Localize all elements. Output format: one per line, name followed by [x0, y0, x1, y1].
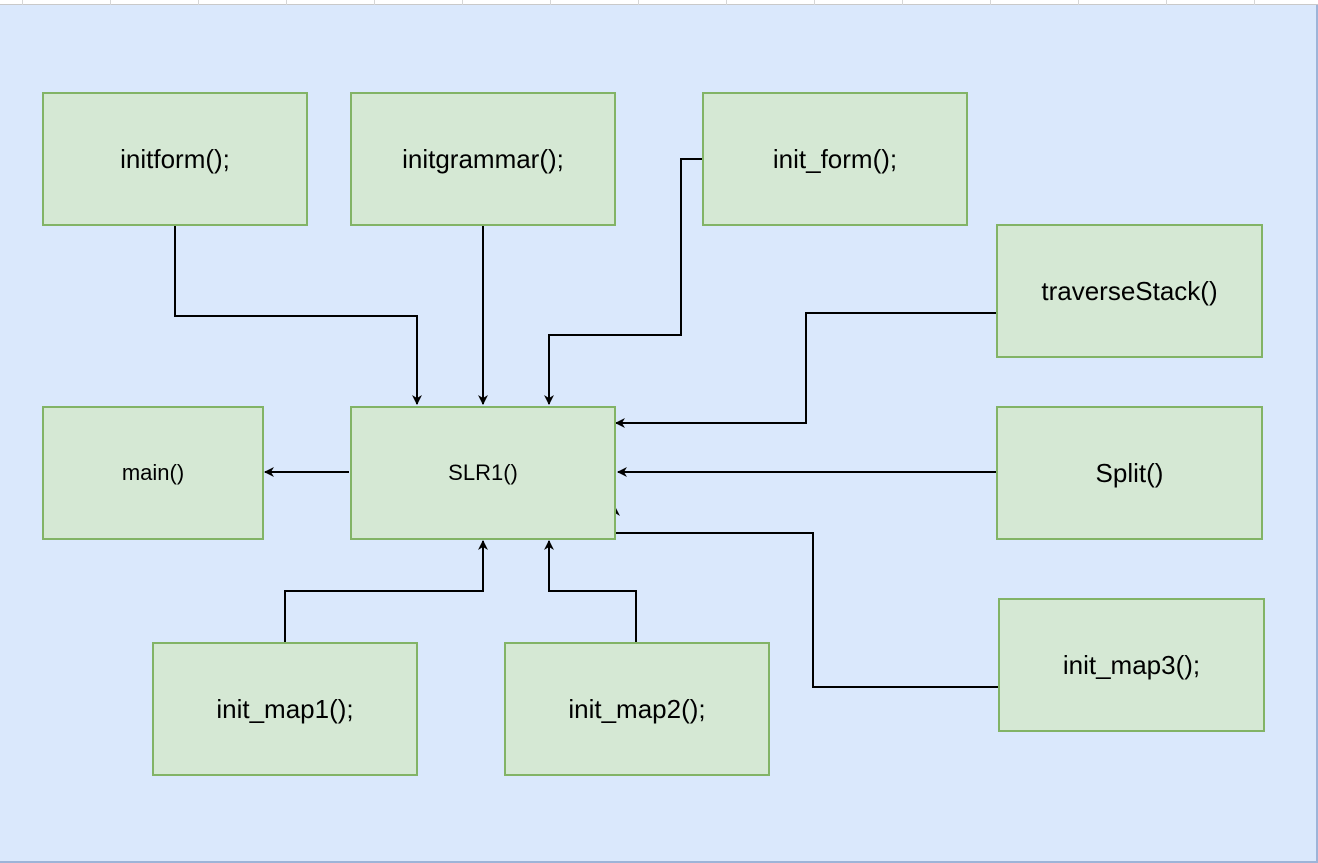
node-initform[interactable]: initform(); [42, 92, 308, 226]
ruler-tick [990, 0, 991, 5]
node-slr1[interactable]: SLR1() [350, 406, 616, 540]
ruler-tick [550, 0, 551, 5]
ruler-tick [110, 0, 111, 5]
ruler-tick [1166, 0, 1167, 5]
ruler-tick [638, 0, 639, 5]
ruler-tick [1254, 0, 1255, 5]
node-split[interactable]: Split() [996, 406, 1263, 540]
ruler-tick [726, 0, 727, 5]
ruler-tick [286, 0, 287, 5]
node-init-form[interactable]: init_form(); [702, 92, 968, 226]
node-main[interactable]: main() [42, 406, 264, 540]
ruler-tick [902, 0, 903, 5]
node-init-map3[interactable]: init_map3(); [998, 598, 1265, 732]
ruler-tick [198, 0, 199, 5]
ruler-tick [22, 0, 23, 5]
ruler-tick [462, 0, 463, 5]
node-init-map1[interactable]: init_map1(); [152, 642, 418, 776]
node-traversestack[interactable]: traverseStack() [996, 224, 1263, 358]
node-initgrammar[interactable]: initgrammar(); [350, 92, 616, 226]
top-ruler [0, 0, 1318, 5]
ruler-tick [1078, 0, 1079, 5]
ruler-tick [374, 0, 375, 5]
node-init-map2[interactable]: init_map2(); [504, 642, 770, 776]
ruler-tick [814, 0, 815, 5]
